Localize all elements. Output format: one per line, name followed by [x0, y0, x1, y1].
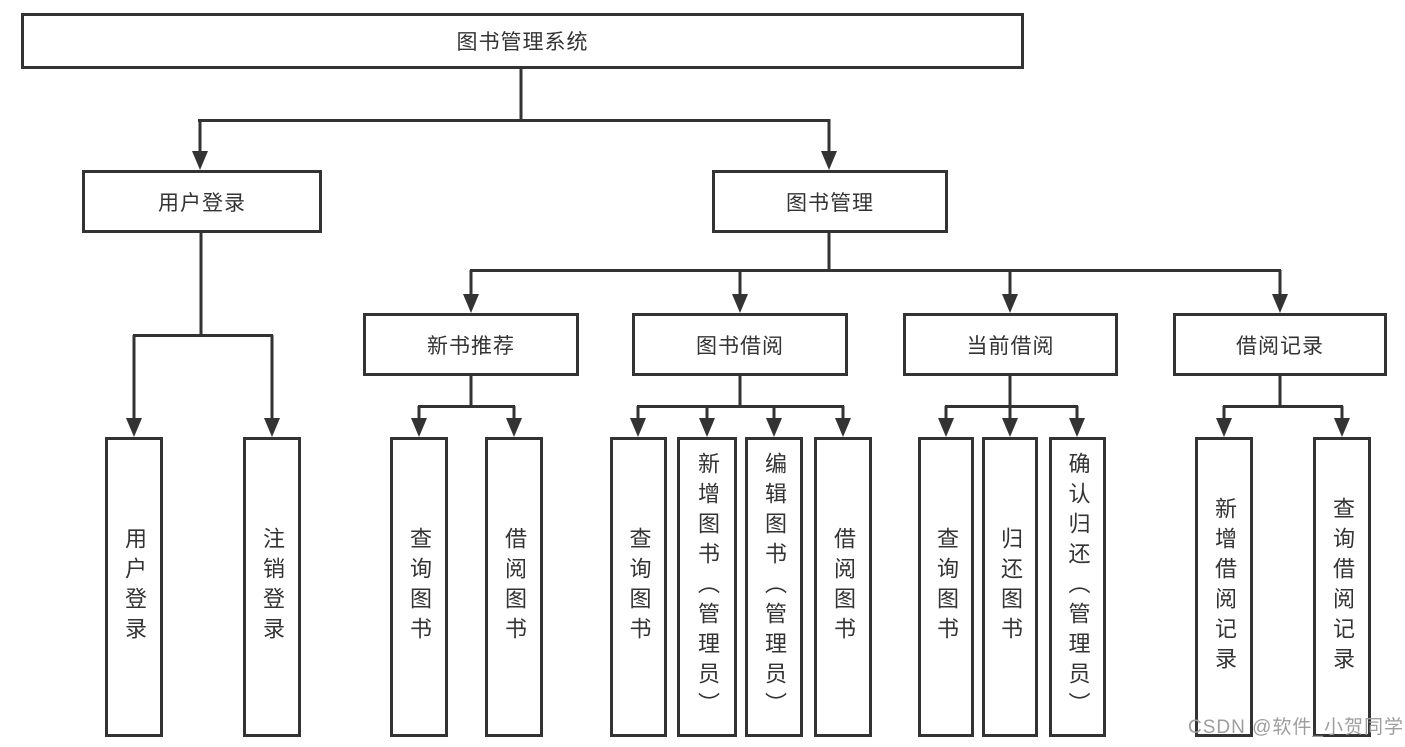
leaf-current-return-books: 归还图书: [982, 437, 1038, 737]
leaf-logout-label: 注销登录: [260, 527, 285, 647]
leaf-borrow-borrow-books: 借阅图书: [814, 437, 872, 737]
leaf-borrow-borrow-books-label: 借阅图书: [831, 527, 856, 647]
leaf-current-query-books: 查询图书: [918, 437, 974, 737]
leaf-newbook-borrow-books: 借阅图书: [485, 437, 543, 737]
node-book-management: 图书管理: [712, 170, 948, 233]
leaf-current-return-books-label: 归还图书: [998, 527, 1023, 647]
leaf-newbook-query-books: 查询图书: [390, 437, 448, 737]
csdn-watermark: CSDN @软件_小贺同学: [1188, 717, 1404, 738]
node-current-borrow: 当前借阅: [903, 313, 1118, 376]
node-current-borrow-label: 当前借阅: [966, 334, 1055, 358]
node-borrow-records: 借阅记录: [1173, 313, 1387, 376]
node-book-borrow-label: 图书借阅: [696, 334, 784, 358]
node-book-borrow: 图书借阅: [632, 313, 848, 376]
leaf-records-add-record-label: 新增借阅记录: [1212, 497, 1237, 677]
leaf-borrow-query-books-label: 查询图书: [626, 527, 652, 647]
node-root-system: 图书管理系统: [21, 13, 1024, 69]
leaf-borrow-add-books-admin-label: 新增图书（管理员）: [695, 452, 720, 722]
leaf-logout: 注销登录: [243, 437, 301, 737]
node-book-management-label: 图书管理: [786, 191, 874, 215]
node-root-label: 图书管理系统: [456, 31, 589, 54]
leaf-user-login-label: 用户登录: [122, 527, 147, 647]
leaf-records-add-record: 新增借阅记录: [1195, 437, 1253, 737]
node-new-book-recommend: 新书推荐: [363, 313, 579, 376]
leaf-current-query-books-label: 查询图书: [934, 527, 959, 647]
leaf-newbook-borrow-books-label: 借阅图书: [502, 527, 527, 647]
leaf-newbook-query-books-label: 查询图书: [407, 527, 432, 647]
leaf-borrow-edit-books-admin-label: 编辑图书（管理员）: [762, 452, 787, 722]
leaf-current-confirm-return-admin-label: 确认归还（管理员）: [1065, 452, 1091, 722]
leaf-records-query-record: 查询借阅记录: [1313, 437, 1371, 737]
leaf-user-login: 用户登录: [105, 437, 163, 737]
leaf-borrow-edit-books-admin: 编辑图书（管理员）: [745, 437, 803, 737]
leaf-records-query-record-label: 查询借阅记录: [1330, 497, 1355, 677]
node-new-book-recommend-label: 新书推荐: [427, 334, 515, 358]
leaf-borrow-query-books: 查询图书: [610, 437, 667, 737]
node-borrow-records-label: 借阅记录: [1236, 334, 1324, 358]
leaf-borrow-add-books-admin: 新增图书（管理员）: [677, 437, 737, 737]
leaf-current-confirm-return-admin: 确认归还（管理员）: [1049, 437, 1106, 737]
node-user-login: 用户登录: [82, 170, 322, 233]
node-user-login-label: 用户登录: [158, 191, 246, 215]
